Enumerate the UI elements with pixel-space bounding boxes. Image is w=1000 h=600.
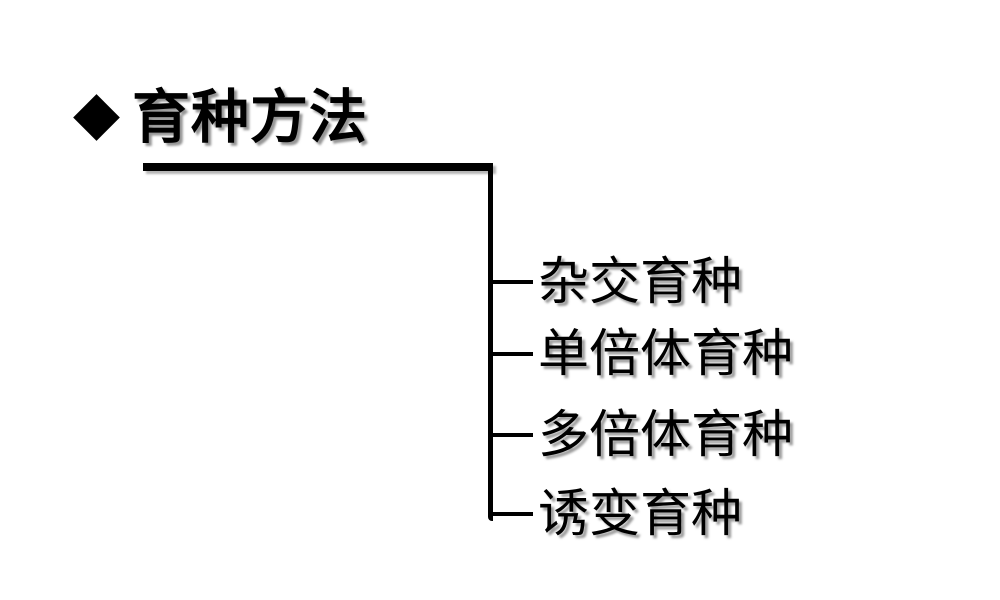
branch-label: 多倍体育种 [538, 405, 794, 465]
branch-tick-icon [493, 352, 533, 356]
branch-item-2: 多倍体育种 [493, 405, 793, 465]
branch-label: 诱变育种 [538, 484, 743, 544]
diamond-bullet-icon [73, 93, 120, 141]
branch-tick-icon [493, 433, 533, 437]
bracket-vertical-spine [488, 163, 493, 521]
branch-label: 单倍体育种 [538, 324, 794, 384]
branch-item-0: 杂交育种 [493, 252, 742, 312]
branch-tick-icon [493, 512, 533, 516]
bracket-underline [143, 163, 493, 171]
heading-row: 育种方法 [73, 83, 369, 151]
branch-item-1: 单倍体育种 [493, 324, 793, 384]
branch-label: 杂交育种 [538, 252, 743, 312]
page-title: 育种方法 [132, 83, 369, 151]
branch-item-3: 诱变育种 [493, 484, 742, 544]
branch-tick-icon [493, 280, 533, 284]
